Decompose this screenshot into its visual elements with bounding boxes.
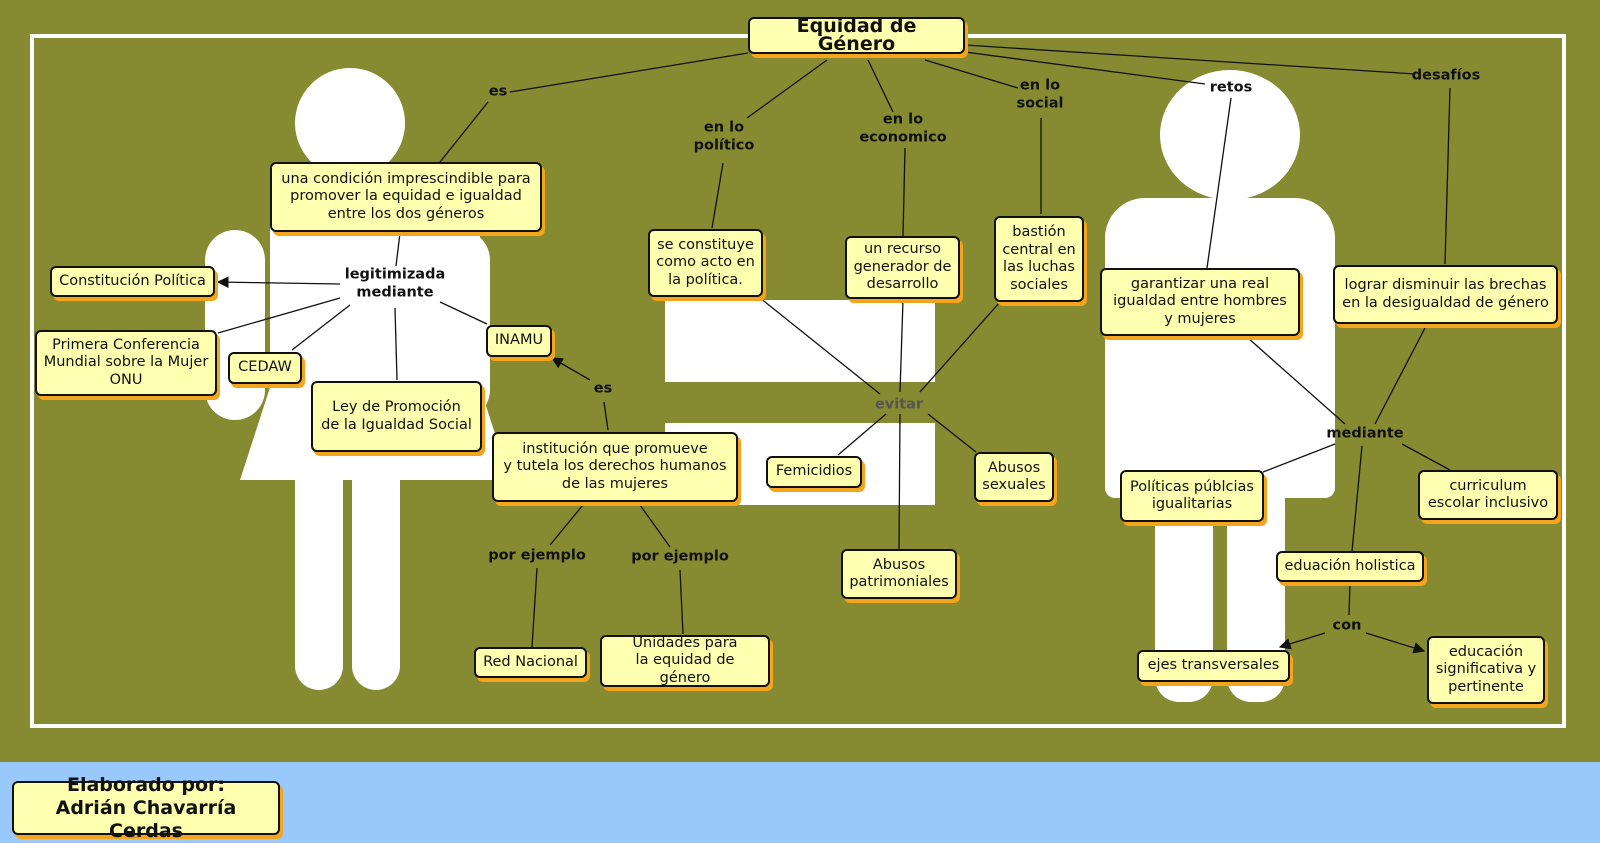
label-en-lo-economico: en lo economico	[859, 111, 947, 146]
femicidios-node: Femicidios	[766, 456, 862, 488]
label-desafios: desafíos	[1411, 67, 1481, 84]
conferencia-node: Primera Conferencia Mundial sobre la Muj…	[35, 330, 217, 396]
constitucion-node: Constitución Política	[50, 266, 215, 297]
label-es-2: es	[593, 380, 613, 397]
lograr-node: lograr disminuir las brechas en la desig…	[1333, 265, 1558, 324]
holistica-node: eduación holistica	[1276, 551, 1424, 582]
title-node: Equidad de Género	[748, 17, 965, 54]
abusos-sexuales-node: Abusos sexuales	[974, 452, 1054, 502]
abusos-patrimoniales-node: Abusos patrimoniales	[841, 549, 957, 599]
politico-node: se constituye como acto en la política.	[648, 229, 763, 297]
label-en-lo-social: en lo social	[1016, 77, 1064, 112]
label-retos: retos	[1209, 79, 1253, 96]
ley-node: Ley de Promoción de la Igualdad Social	[311, 381, 482, 452]
economico-node: un recurso generador de desarrollo	[845, 236, 960, 299]
label-evitar: evitar	[874, 396, 924, 413]
cedaw-node: CEDAW	[228, 352, 302, 384]
ejes-node: ejes transversales	[1137, 650, 1290, 682]
politicas-node: Políticas públcias igualitarias	[1120, 470, 1264, 522]
institucion-node: institución que promueve y tutela los de…	[492, 432, 738, 502]
label-es-1: es	[488, 83, 508, 100]
red-nacional-node: Red Nacional	[474, 647, 587, 678]
significativa-node: educación significativa y pertinente	[1427, 636, 1545, 704]
unidades-node: Unidades para la equidad de género	[600, 635, 770, 687]
label-legitimizada: legitimizada mediante	[344, 266, 446, 301]
condicion-node: una condición imprescindible para promov…	[270, 162, 542, 232]
curriculum-node: curriculum escolar inclusivo	[1418, 470, 1558, 520]
author-name: Adrián Chavarría Cerdas	[55, 796, 237, 842]
label-en-lo-politico: en lo político	[693, 119, 755, 154]
garantizar-node: garantizar una real igualdad entre hombr…	[1100, 268, 1300, 336]
author-box: Elaborado por: Adrián Chavarría Cerdas	[12, 774, 280, 842]
label-por-ejemplo-2: por ejemplo	[631, 548, 729, 565]
label-por-ejemplo-1: por ejemplo	[488, 547, 586, 564]
author-heading: Elaborado por:	[66, 773, 226, 796]
inamu-node: INAMU	[486, 325, 552, 357]
label-mediante: mediante	[1326, 425, 1404, 442]
label-con: con	[1332, 617, 1362, 634]
social-node: bastión central en las luchas sociales	[994, 216, 1084, 302]
